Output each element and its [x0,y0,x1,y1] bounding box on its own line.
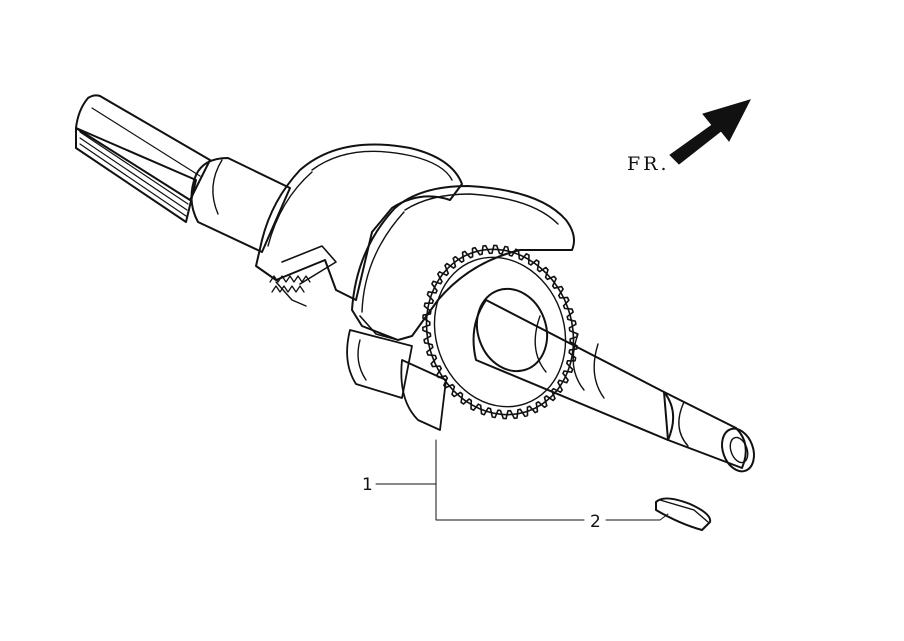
leader-line-1 [375,439,437,485]
front-direction-indicator: FR. [627,99,751,175]
counterweight-front [255,143,463,307]
front-arrow-icon [669,99,751,165]
crankshaft-assembly [75,94,755,473]
callout-number-1: 1 [362,475,373,495]
callout-leaders [375,439,669,521]
woodruff-key [655,497,712,531]
front-direction-label: FR. [627,153,670,175]
crank-timing-gear [422,244,578,420]
counterweight-rear [346,185,575,431]
callout-number-2: 2 [590,512,601,532]
leader-line-2 [605,513,669,521]
splined-shaft [75,94,291,253]
output-shaft [472,287,755,473]
leader-line-1-2 [435,483,585,521]
inner-gear-teeth [269,275,311,293]
